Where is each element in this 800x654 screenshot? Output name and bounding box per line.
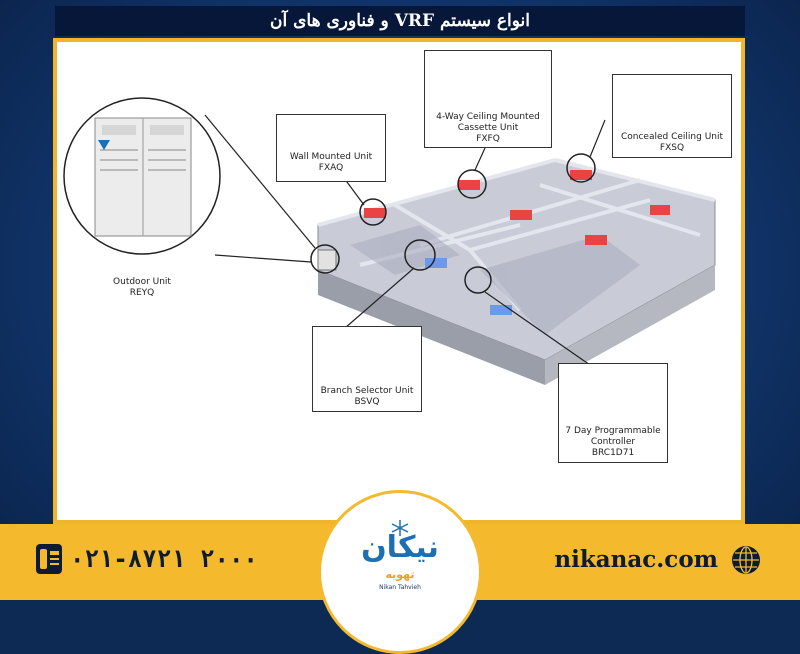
wall-mounted-model: FXAQ — [318, 163, 344, 173]
cassette-name-line2: Cassette Unit — [457, 123, 519, 133]
controller-label: 7 Day Programmable Controller BRC1D71 — [558, 426, 668, 459]
controller-name-line2: Controller — [590, 437, 636, 447]
branch-selector-name: Branch Selector Unit — [320, 386, 414, 396]
concealed-model: FXSQ — [659, 143, 685, 153]
concealed-box — [612, 74, 732, 158]
red-unit-6 — [650, 205, 670, 215]
wall-mounted-box — [276, 114, 386, 182]
red-unit-1 — [364, 208, 386, 218]
outdoor-unit-illustration — [94, 117, 192, 237]
cassette-model: FXFQ — [476, 134, 500, 144]
wall-mounted-name: Wall Mounted Unit — [289, 152, 373, 162]
website-link[interactable]: nikanac.com — [554, 546, 718, 573]
branch-selector-box — [312, 326, 422, 412]
red-unit-4 — [585, 235, 607, 245]
controller-name-line1: 7 Day Programmable — [565, 426, 661, 436]
blue-unit-2 — [490, 305, 512, 315]
phone-icon — [36, 544, 62, 574]
phone-number[interactable]: ۰۲۱-۸۷۲۱ ۲۰۰۰ — [70, 545, 258, 573]
zoom-circles — [310, 153, 596, 294]
snowflake-icon — [391, 520, 409, 536]
cassette-name-line1: 4-Way Ceiling Mounted — [436, 112, 540, 122]
vrf-diagram — [63, 53, 717, 419]
outdoor-unit-small — [317, 249, 337, 271]
outdoor-unit-model: REYQ — [129, 288, 155, 298]
cassette-box — [424, 50, 552, 148]
building-front-wall — [318, 270, 545, 385]
outdoor-unit-label: Outdoor Unit REYQ — [92, 277, 192, 299]
outdoor-unit-name: Outdoor Unit — [113, 277, 171, 287]
controller-model: BRC1D71 — [591, 448, 635, 458]
cassette-label: 4-Way Ceiling Mounted Cassette Unit FXFQ — [424, 112, 552, 145]
logo-subtitle: تهویه — [385, 568, 415, 581]
wall-mounted-label: Wall Mounted Unit FXAQ — [276, 152, 386, 174]
globe-icon — [732, 546, 760, 574]
logo-english: Nikan Tahvieh — [379, 584, 421, 591]
red-unit-3 — [510, 210, 532, 220]
controller-box — [558, 363, 668, 463]
concealed-name: Concealed Ceiling Unit — [620, 132, 724, 142]
branch-selector-label: Branch Selector Unit BSVQ — [312, 386, 422, 408]
blue-unit-1 — [425, 258, 447, 268]
branch-selector-model: BSVQ — [354, 397, 380, 407]
red-unit-2 — [458, 180, 480, 190]
page-title: انواع سیستم VRF و فناوری های آن — [269, 11, 531, 31]
building-side-wall — [545, 265, 715, 385]
concealed-label: Concealed Ceiling Unit FXSQ — [612, 132, 732, 154]
red-unit-5 — [570, 170, 592, 180]
title-bar: انواع سیستم VRF و فناوری های آن — [55, 6, 745, 36]
